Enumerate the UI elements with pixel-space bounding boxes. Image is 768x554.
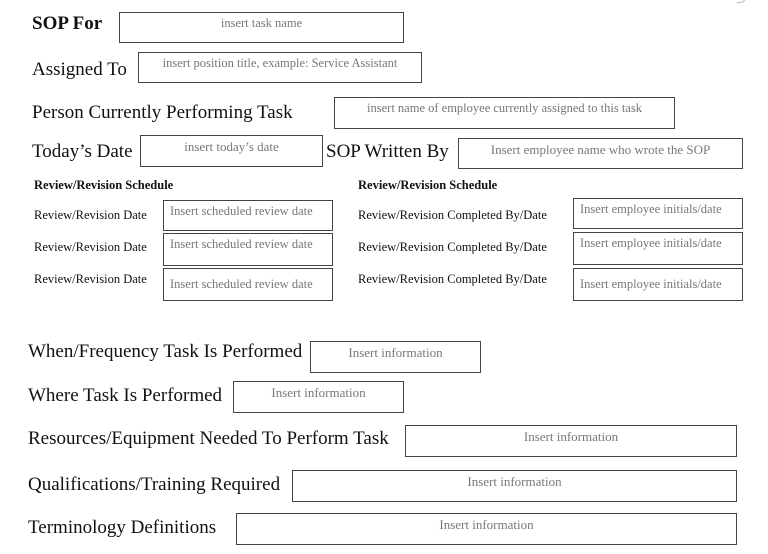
assigned-to-label: Assigned To [32,59,127,80]
resources-field[interactable]: Insert information [405,425,737,457]
revision-completed-field[interactable]: Insert employee initials/date [573,268,743,301]
resources-label: Resources/Equipment Needed To Perform Ta… [28,428,389,449]
review-schedule-heading-left: Review/Revision Schedule [34,178,174,192]
todays-date-label: Today’s Date [32,141,133,162]
sop-for-label: SOP For [32,13,103,34]
page-corner-mark [737,0,746,3]
frequency-field[interactable]: Insert information [310,341,481,373]
review-date-label: Review/Revision Date [34,272,147,286]
revision-completed-field[interactable]: Insert employee initials/date [573,232,743,265]
todays-date-field[interactable]: insert today’s date [140,135,323,167]
revision-completed-label: Review/Revision Completed By/Date [358,208,547,222]
revision-completed-field[interactable]: Insert employee initials/date [573,198,743,229]
person-performing-label: Person Currently Performing Task [32,102,293,123]
sop-for-field[interactable]: insert task name [119,12,404,43]
revision-completed-label: Review/Revision Completed By/Date [358,240,547,254]
revision-completed-label: Review/Revision Completed By/Date [358,272,547,286]
sop-written-by-field[interactable]: Insert employee name who wrote the SOP [458,138,743,169]
sop-written-by-label: SOP Written By [326,141,449,162]
frequency-label: When/Frequency Task Is Performed [28,341,303,362]
location-field[interactable]: Insert information [233,381,404,413]
person-performing-field[interactable]: insert name of employee currently assign… [334,97,675,129]
review-date-label: Review/Revision Date [34,240,147,254]
review-date-field[interactable]: Insert scheduled review date [163,200,333,231]
qualifications-field[interactable]: Insert information [292,470,737,502]
terminology-label: Terminology Definitions [28,517,217,538]
qualifications-label: Qualifications/Training Required [28,474,281,495]
location-label: Where Task Is Performed [28,385,223,406]
review-date-label: Review/Revision Date [34,208,147,222]
review-date-field[interactable]: Insert scheduled review date [163,233,333,266]
terminology-field[interactable]: Insert information [236,513,737,545]
review-schedule-heading-right: Review/Revision Schedule [358,178,498,192]
review-date-field[interactable]: Insert scheduled review date [163,268,333,301]
assigned-to-field[interactable]: insert position title, example: Service … [138,52,422,83]
